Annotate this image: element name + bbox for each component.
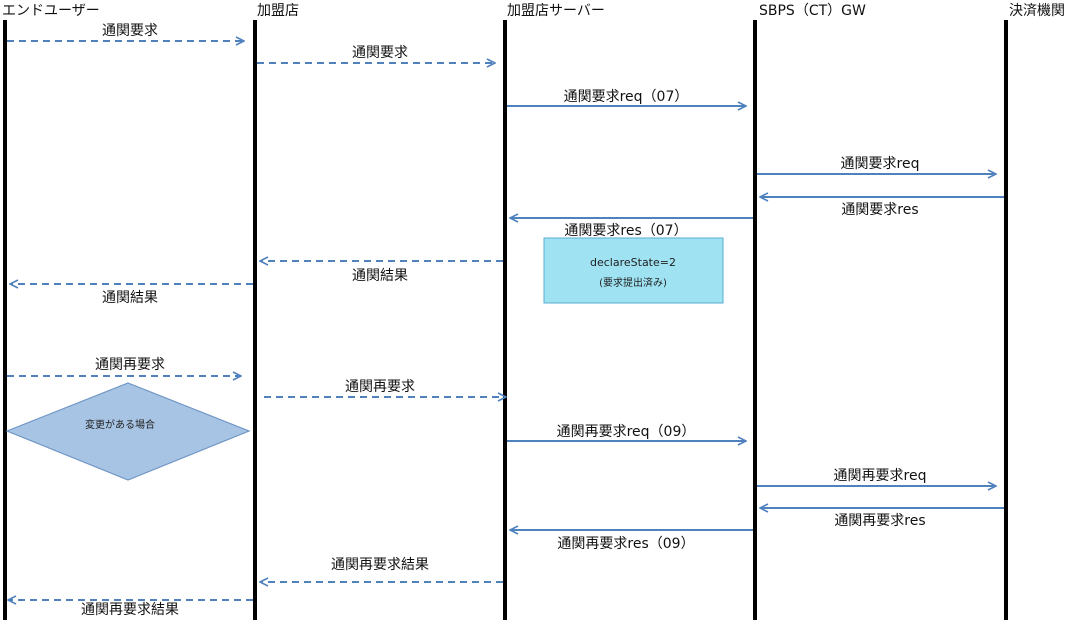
label-customs-request-2: 通関要求 bbox=[352, 45, 408, 61]
label-customs-request-req: 通関要求req bbox=[841, 156, 920, 172]
note-line-2: (要求提出済み) bbox=[599, 276, 667, 289]
label-customs-request-res-07: 通関要求res（07） bbox=[564, 223, 687, 239]
label-customs-rerequest-res-09: 通関再要求res（09） bbox=[557, 536, 694, 552]
note-line-1: declareState=2 bbox=[590, 256, 676, 269]
header-end-user: エンドユーザー bbox=[2, 3, 100, 19]
diamond-shape bbox=[5, 382, 251, 481]
label-customs-request-1: 通関要求 bbox=[102, 23, 158, 39]
header-merchant-server: 加盟店サーバー bbox=[507, 3, 605, 19]
header-merchant: 加盟店 bbox=[257, 3, 299, 19]
header-sbps-gw: SBPS（CT）GW bbox=[759, 3, 866, 19]
label-customs-request-req-07: 通関要求req（07） bbox=[564, 89, 689, 105]
label-customs-rerequest-req-09: 通関再要求req（09） bbox=[557, 424, 696, 440]
label-customs-rerequest-2: 通関再要求 bbox=[345, 379, 415, 395]
label-customs-result-2: 通関結果 bbox=[102, 290, 158, 306]
label-customs-result-1: 通関結果 bbox=[352, 268, 408, 284]
label-customs-rerequest-req: 通関再要求req bbox=[834, 468, 927, 484]
label-customs-request-res: 通関要求res bbox=[841, 202, 918, 218]
decision-label: 変更がある場合 bbox=[85, 418, 155, 431]
header-settlement: 決済機関 bbox=[1009, 3, 1065, 19]
label-customs-rerequest-res: 通関再要求res bbox=[834, 513, 925, 529]
decision-diamond: 変更がある場合 bbox=[5, 382, 251, 481]
label-customs-rerequest-result-2: 通関再要求結果 bbox=[81, 602, 179, 618]
label-customs-rerequest-1: 通関再要求 bbox=[95, 357, 165, 373]
label-customs-rerequest-result-1: 通関再要求結果 bbox=[331, 557, 429, 573]
declare-state-note: declareState=2 (要求提出済み) bbox=[543, 237, 724, 304]
note-box bbox=[543, 237, 724, 304]
